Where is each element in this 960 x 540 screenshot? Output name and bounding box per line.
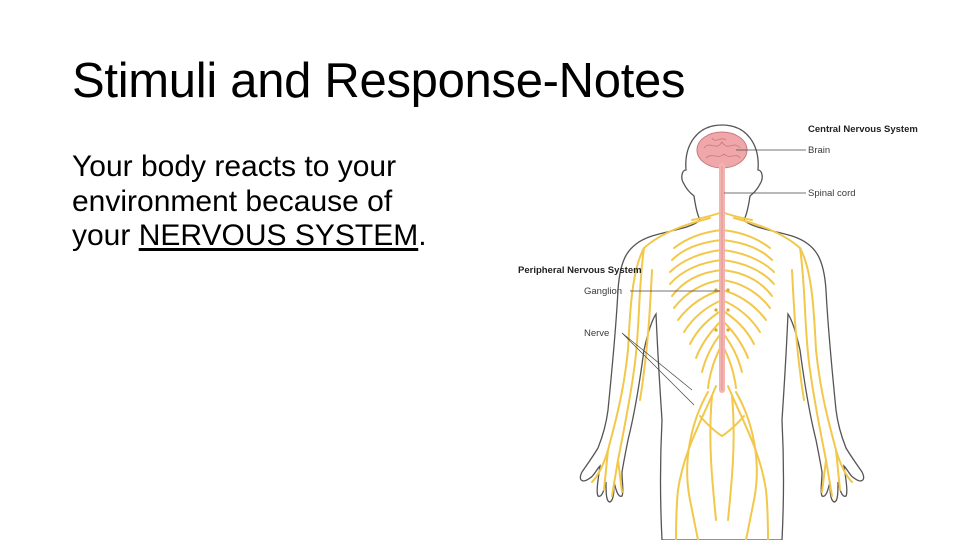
nerves bbox=[591, 211, 853, 540]
label-brain: Brain bbox=[808, 145, 830, 156]
brain-folds bbox=[703, 137, 741, 159]
nervous-system-term: NERVOUS SYSTEM bbox=[138, 219, 419, 252]
label-nerve: Nerve bbox=[584, 328, 609, 339]
body-line-2: environment because of bbox=[72, 184, 393, 218]
body-line-3-prefix: your bbox=[72, 219, 139, 252]
label-central-nervous-system: Central Nervous System bbox=[808, 124, 918, 135]
body-paragraph: Your body reacts to your environment bec… bbox=[72, 150, 492, 254]
ganglion-dots bbox=[714, 288, 730, 332]
slide-title: Stimuli and Response-Notes bbox=[72, 54, 686, 108]
label-spinal-cord: Spinal cord bbox=[808, 188, 856, 199]
nervous-system-diagram: Central Nervous System Brain Spinal cord… bbox=[512, 120, 932, 540]
body-line-3-suffix: . bbox=[418, 219, 427, 252]
body-line-1: Your body reacts to your bbox=[72, 150, 397, 183]
label-ganglion: Ganglion bbox=[584, 286, 622, 297]
label-peripheral-nervous-system: Peripheral Nervous System bbox=[518, 265, 642, 276]
leader-lines bbox=[621, 149, 806, 406]
